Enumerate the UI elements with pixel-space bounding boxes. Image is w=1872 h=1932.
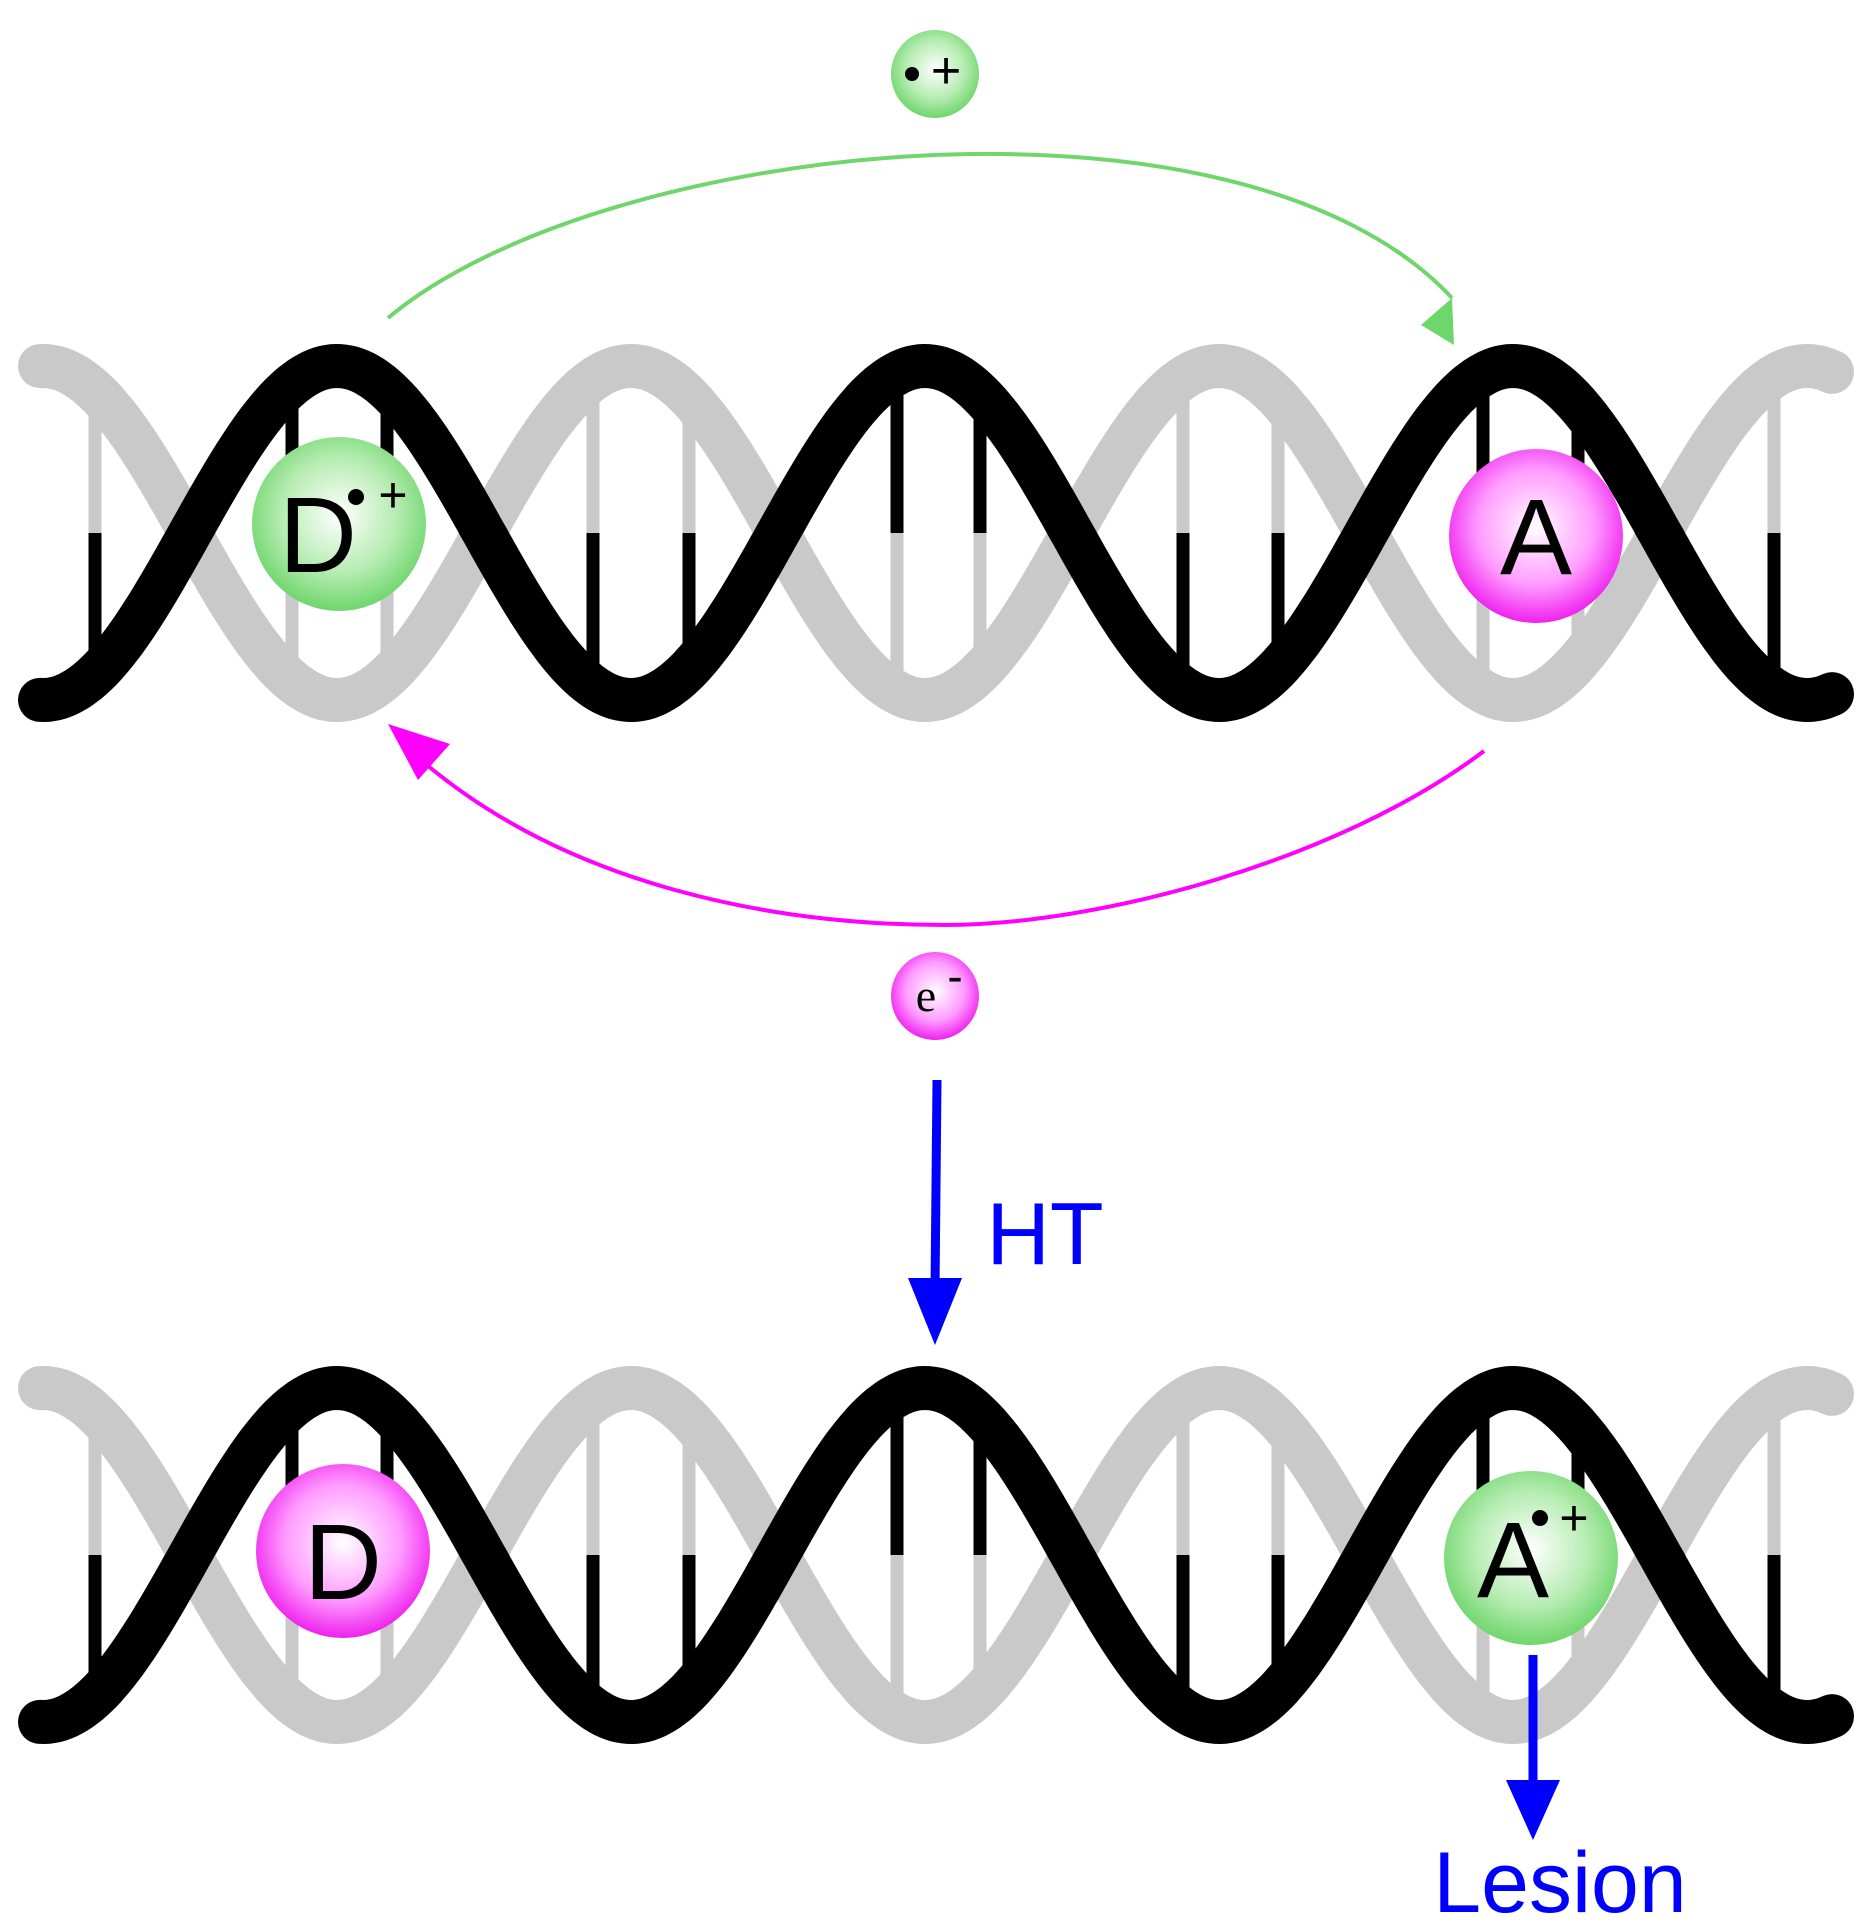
- donor-charge-top: +: [378, 467, 407, 523]
- acceptor-charge-bottom: +: [1559, 1490, 1588, 1546]
- electron-transfer-arrow: [388, 724, 1486, 928]
- donor-letter-top: D: [279, 474, 357, 595]
- acceptor-radical-cation-bottom: A +: [1444, 1471, 1618, 1645]
- lesion-arrow: [1506, 1655, 1560, 1840]
- electron-charge: -: [947, 950, 962, 1002]
- electron-particle: e -: [891, 950, 979, 1040]
- lesion-label: Lesion: [1433, 1835, 1686, 1931]
- radical-dot: [348, 489, 364, 505]
- hole-particle-charge: +: [931, 42, 961, 100]
- backbone-dark-strand: [18, 1365, 1854, 1745]
- ht-label: HT: [986, 1184, 1103, 1283]
- hole-transfer-arrow: [386, 151, 1454, 345]
- hole-particle: +: [891, 30, 979, 118]
- donor-bottom: D: [256, 1464, 430, 1638]
- acceptor-top: A: [1449, 449, 1623, 623]
- donor-letter-bottom: D: [304, 1501, 382, 1622]
- electron-symbol: e: [916, 970, 936, 1021]
- acceptor-letter-top: A: [1500, 476, 1572, 597]
- ht-reaction-arrow: [908, 1079, 962, 1345]
- donor-radical-cation-top: D +: [252, 437, 426, 611]
- radical-dot: [905, 67, 919, 81]
- backbone-light-strand: [18, 343, 1854, 723]
- backbone-dark-strand: [18, 343, 1854, 723]
- radical-dot: [1532, 1510, 1548, 1526]
